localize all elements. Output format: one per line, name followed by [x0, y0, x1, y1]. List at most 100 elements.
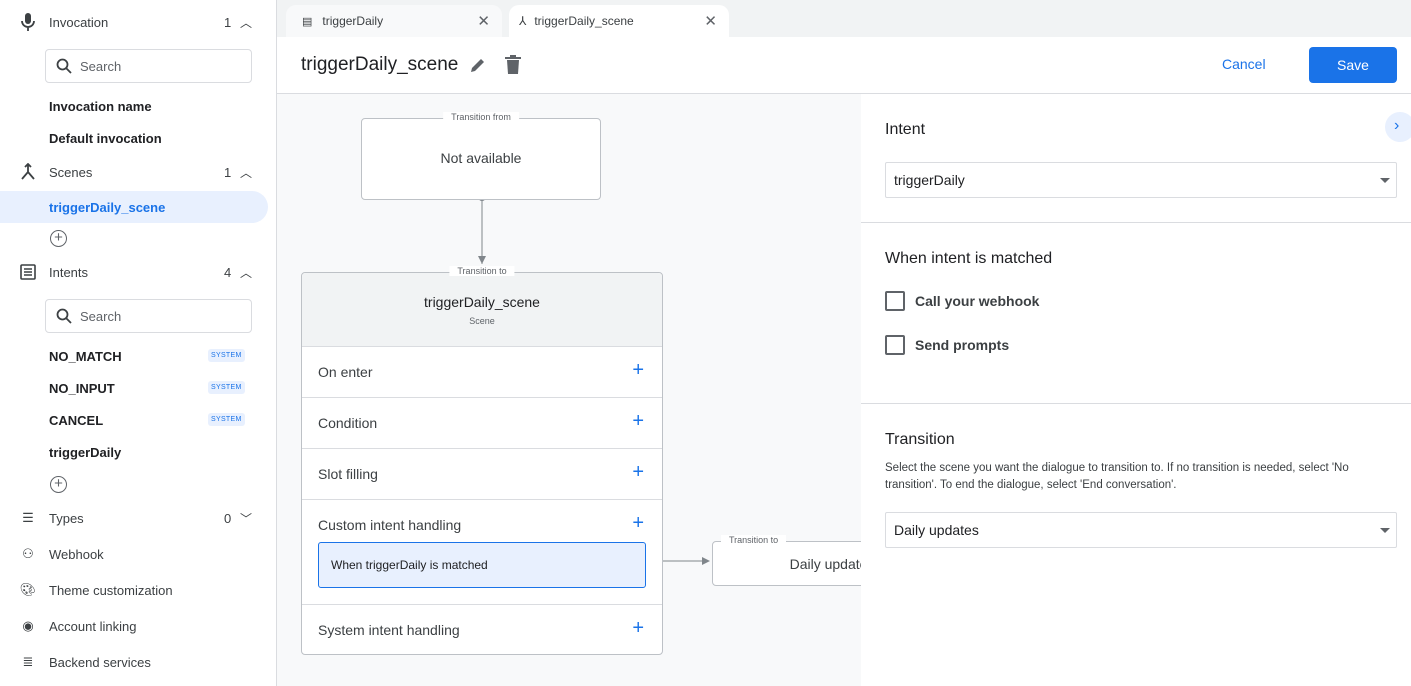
scene-subtitle: Scene [469, 316, 495, 326]
node-text: Daily updates [789, 556, 861, 572]
item-label: Theme customization [49, 582, 173, 598]
add-plus-icon[interactable]: + [632, 359, 644, 381]
edit-pencil-icon[interactable] [469, 56, 487, 74]
row-label: Custom intent handling [318, 517, 462, 533]
sidebar-item-triggerdaily[interactable]: triggerDaily [49, 445, 122, 460]
add-plus-icon[interactable]: + [632, 512, 644, 534]
add-plus-icon[interactable]: + [632, 461, 644, 483]
send-prompts-checkbox[interactable]: Send prompts [885, 335, 1009, 355]
intent-heading: Intent [885, 121, 926, 138]
sidebar-item-triggerdaily-scene[interactable]: triggerDaily_scene [0, 191, 268, 223]
scene-node: triggerDaily_scene Scene Transition to O… [301, 266, 663, 655]
row-condition[interactable]: Condition + [302, 397, 662, 448]
call-webhook-checkbox[interactable]: Call your webhook [885, 291, 1039, 311]
node-legend: Transition to [449, 266, 515, 276]
scene-icon [18, 162, 38, 182]
item-label: Account linking [49, 618, 137, 634]
sidebar-item-invocation-name[interactable]: Invocation name [49, 99, 152, 114]
section-label: Invocation [49, 14, 109, 30]
search-placeholder: Search [80, 58, 122, 74]
node-legend: Transition from [443, 112, 519, 122]
editor-header: triggerDaily_scene Cancel Save [277, 37, 1411, 94]
node-text: Not available [440, 150, 522, 166]
checkbox-label: Call your webhook [915, 293, 1040, 309]
chevron-up-icon[interactable]: ︿ [240, 165, 253, 180]
chevron-down-icon[interactable]: ﹀ [240, 511, 253, 526]
row-label: System intent handling [318, 622, 460, 638]
section-count: 1 [224, 164, 232, 180]
intents-search-input[interactable]: Search [45, 299, 252, 333]
backend-settings-icon: ≣ [22, 654, 34, 669]
transition-select[interactable]: Daily updates [885, 512, 1397, 548]
dropdown-arrow-icon [1380, 178, 1390, 183]
sidebar-item-webhook[interactable]: ⚇Webhook [0, 539, 277, 569]
page-title: triggerDaily_scene [301, 54, 459, 75]
section-label: Intents [49, 264, 89, 280]
checkbox-icon [885, 291, 905, 311]
close-icon[interactable]: ✕ [704, 13, 717, 30]
select-value: triggerDaily [894, 172, 965, 188]
scene-node-header: triggerDaily_scene Scene [302, 273, 662, 346]
transition-target-node[interactable]: Transition to Daily updates [712, 535, 861, 586]
select-value: Daily updates [894, 522, 979, 538]
system-badge: SYSTEM [208, 349, 245, 362]
webhook-icon: ⚇ [22, 546, 34, 561]
row-label: On enter [318, 364, 373, 380]
add-plus-icon[interactable]: + [632, 410, 644, 432]
sidebar-item-no-match[interactable]: NO_MATCH [49, 349, 122, 364]
sidebar-section-types[interactable]: ☰ Types 0 ﹀ [0, 503, 277, 533]
section-count: 0 [224, 510, 232, 526]
tab-triggerdaily-scene[interactable]: ⅄ triggerDaily_scene ✕ [509, 5, 729, 37]
save-button[interactable]: Save [1309, 47, 1397, 83]
types-icon: ☰ [22, 510, 34, 525]
intent-list-icon [18, 262, 38, 282]
intent-icon: ▤ [302, 15, 313, 28]
row-label: Slot filling [318, 466, 378, 482]
tab-label: triggerDaily_scene [534, 14, 634, 28]
add-plus-icon[interactable]: + [632, 617, 644, 639]
collapse-panel-chevron-icon[interactable]: › [1385, 112, 1411, 142]
chevron-up-icon[interactable]: ︿ [240, 15, 253, 30]
search-icon [56, 308, 72, 324]
sidebar-item-cancel[interactable]: CANCEL [49, 413, 104, 428]
sidebar-item-account-linking[interactable]: ◉ Account linking [0, 611, 277, 641]
sidebar-item-backend[interactable]: ≣Backend services [0, 647, 277, 677]
matched-heading: When intent is matched [885, 250, 1053, 267]
divider [861, 222, 1411, 223]
transition-description: Select the scene you want the dialogue t… [885, 462, 1349, 491]
row-slot-filling[interactable]: Slot filling + [302, 448, 662, 499]
section-label: Types [49, 510, 84, 526]
tab-triggerdaily[interactable]: ▤ triggerDaily ✕ [286, 5, 502, 37]
palette-icon: 🎨︎ [19, 582, 37, 597]
add-intent-icon[interactable]: + [50, 476, 67, 493]
close-icon[interactable]: ✕ [477, 13, 490, 30]
sidebar-section-invocation[interactable]: Invocation 1 ︿ [0, 7, 277, 37]
checkbox-icon [885, 335, 905, 355]
chevron-up-icon[interactable]: ︿ [240, 265, 253, 280]
sidebar-section-intents[interactable]: Intents 4 ︿ [0, 257, 277, 287]
add-scene-icon[interactable]: + [50, 230, 67, 247]
delete-trash-icon[interactable] [505, 55, 521, 74]
row-system-intent[interactable]: System intent handling + [302, 604, 662, 655]
invocation-search-input[interactable]: Search [45, 49, 252, 83]
intent-select[interactable]: triggerDaily [885, 162, 1397, 198]
intent-config-panel: › Intent triggerDaily When intent is mat… [861, 94, 1411, 686]
system-badge: SYSTEM [208, 413, 245, 426]
sidebar-section-scenes[interactable]: Scenes 1 ︿ [0, 157, 277, 187]
transition-heading: Transition [885, 431, 955, 448]
transition-from-node[interactable]: Transition from Not available [361, 112, 601, 200]
cancel-button[interactable]: Cancel [1222, 56, 1266, 72]
row-on-enter[interactable]: On enter + [302, 346, 662, 397]
account-icon: ◉ [22, 618, 34, 633]
sidebar: Invocation 1 ︿ Search Invocation name De… [0, 0, 277, 686]
sidebar-item-default-invocation[interactable]: Default invocation [49, 131, 162, 146]
tab-bar: ▤ triggerDaily ✕ ⅄ triggerDaily_scene ✕ [277, 0, 1411, 37]
intent-handler-card[interactable]: When triggerDaily is matched [318, 542, 646, 588]
sidebar-item-theme[interactable]: 🎨︎ Theme customization [0, 575, 277, 605]
scene-icon: ⅄ [519, 14, 527, 28]
scene-title: triggerDaily_scene [424, 294, 540, 310]
row-custom-intent[interactable]: Custom intent handling + When triggerDail… [302, 499, 662, 604]
row-label: Condition [318, 415, 378, 431]
microphone-icon [18, 12, 38, 32]
sidebar-item-no-input[interactable]: NO_INPUT [49, 381, 115, 396]
